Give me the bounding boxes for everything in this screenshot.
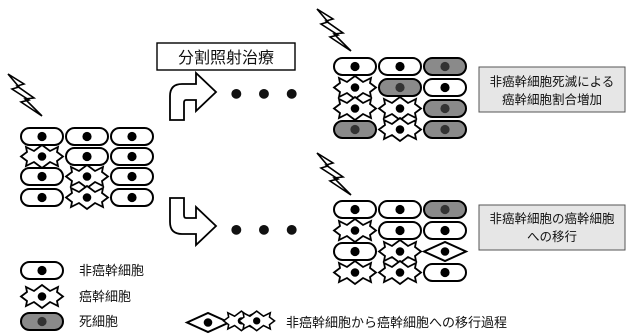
outcome-bottom-cell-cluster: [333, 200, 467, 285]
ellipsis-top: • • •: [227, 78, 300, 111]
ellipsis-bottom: • • •: [227, 214, 300, 247]
outcome-top-box: 非癌幹細胞死滅による 癌幹細胞割合増加: [478, 66, 626, 113]
legend-non-cancer-stem-cell-label: 非癌幹細胞: [79, 263, 144, 279]
outcome-top-line1: 非癌幹細胞死滅による: [490, 74, 615, 89]
outcome-bottom-line1: 非癌幹細胞の癌幹細胞: [489, 211, 615, 226]
legend-transition-label: 非癌幹細胞から癌幹細胞への移行過程: [286, 315, 507, 331]
outcome-bottom-line2: への移行: [527, 229, 577, 244]
treatment-label: 分割照射治療: [178, 48, 274, 67]
legend-dead-cell-label: 死細胞: [79, 315, 118, 330]
curved-arrow-down-icon: [169, 197, 218, 248]
outcome-top-line2: 癌幹細胞割合増加: [502, 92, 602, 107]
lightning-bolt-icon: [316, 152, 352, 196]
initial-cell-cluster: [20, 127, 154, 210]
outcome-bottom-box: 非癌幹細胞の癌幹細胞 への移行: [478, 204, 626, 251]
treatment-label-box: 分割照射治療: [156, 42, 296, 71]
legend-dead-cell-icon: [20, 312, 64, 331]
legend-transition-icons: [186, 310, 276, 333]
legend-non-cancer-stem-cell-icon: [20, 261, 64, 280]
legend-cancer-stem-cell-label: 癌幹細胞: [79, 289, 131, 305]
outcome-top-cell-cluster: [333, 57, 467, 142]
curved-arrow-up-icon: [169, 70, 218, 121]
legend: 非癌幹細胞 癌幹細胞 死細胞 非癌幹細胞から癌幹細胞への移行過程: [20, 261, 507, 333]
legend-cancer-stem-cell-icon: [20, 284, 64, 309]
lightning-bolt-icon: [316, 8, 352, 52]
lightning-bolt-icon: [7, 73, 43, 117]
